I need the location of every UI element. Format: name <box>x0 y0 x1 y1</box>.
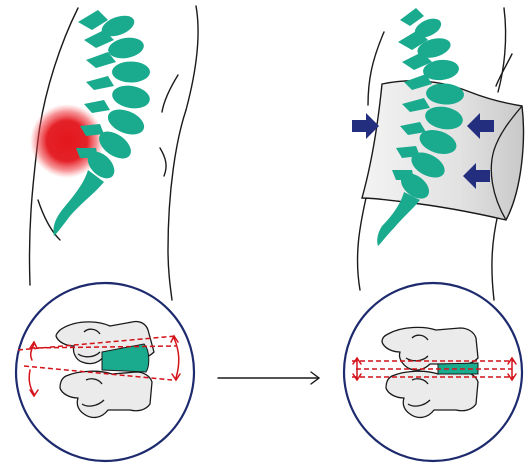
misaligned-disc-detail <box>16 283 194 461</box>
before-panel <box>29 6 198 300</box>
aligned-disc-detail <box>344 283 522 461</box>
transition-arrow-icon <box>218 372 319 384</box>
after-panel <box>352 8 523 300</box>
